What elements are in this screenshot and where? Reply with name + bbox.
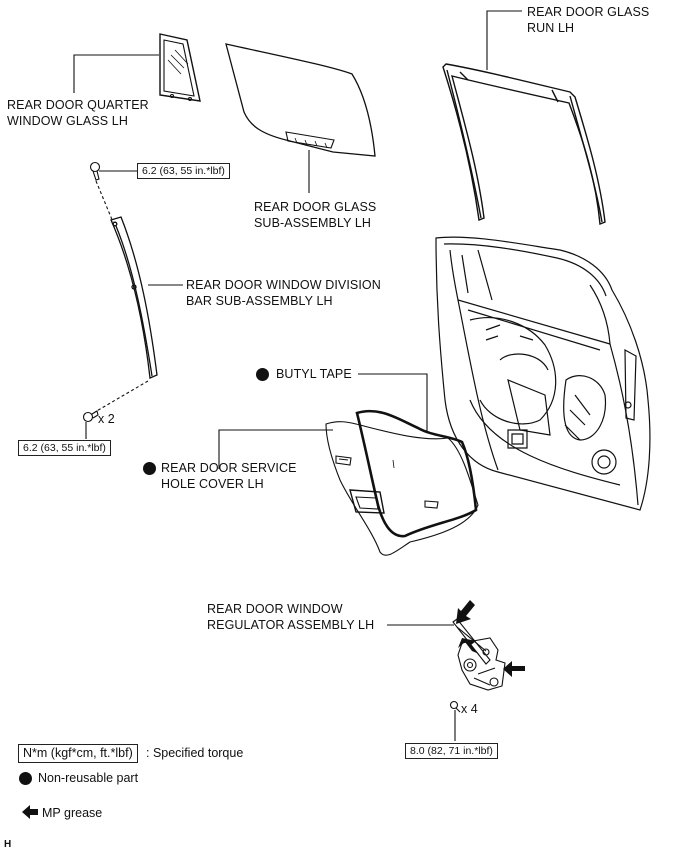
service-hole-cover-label: REAR DOOR SERVICE HOLE COVER LH [161, 461, 297, 491]
butyl-tape-label: BUTYL TAPE [276, 367, 352, 381]
service-cover-nonreusable-icon [143, 462, 156, 475]
quarter-glass-drawing [159, 33, 201, 102]
quarter-glass-label: REAR DOOR QUARTER WINDOW GLASS LH [7, 98, 149, 128]
torque-division-bar-top: 6.2 (63, 55 in.*lbf) [137, 163, 230, 179]
regulator-bolt-qty: x 4 [461, 702, 478, 716]
torque-regulator: 8.0 (82, 71 in.*lbf) [405, 743, 498, 759]
division-bar-drawing [110, 216, 158, 379]
glass-run-drawing [442, 63, 606, 225]
division-bar-label: REAR DOOR WINDOW DIVISION BAR SUB-ASSEMB… [186, 278, 381, 308]
legend-torque-desc: : Specified torque [146, 746, 244, 760]
regulator-drawing [452, 618, 506, 691]
bolt-bottom-drawing [82, 410, 99, 423]
figure-code: H [4, 839, 12, 850]
regulator-bolt-drawing [449, 700, 461, 713]
service-hole-cover-drawing [325, 409, 479, 556]
glass-run-label: REAR DOOR GLASS RUN LH [527, 5, 650, 35]
glass-sub-assembly-label: REAR DOOR GLASS SUB-ASSEMBLY LH [254, 200, 377, 230]
legend-nonreusable-icon [19, 772, 32, 785]
glass-drawing [225, 43, 376, 157]
regulator-label: REAR DOOR WINDOW REGULATOR ASSEMBLY LH [207, 602, 375, 632]
legend-nonreusable-text: Non-reusable part [38, 771, 139, 785]
legend-grease-text: MP grease [42, 806, 103, 820]
torque-division-bar-bottom: 6.2 (63, 55 in.*lbf) [18, 440, 111, 456]
butyl-tape-nonreusable-icon [256, 368, 269, 381]
bolt-top-drawing [89, 161, 101, 181]
division-bar-bolt-qty: x 2 [98, 412, 115, 426]
door-panel-drawing [435, 236, 651, 511]
legend-torque-unit: N*m (kgf*cm, ft.*lbf) [18, 744, 138, 763]
grease-arrows [22, 600, 525, 819]
